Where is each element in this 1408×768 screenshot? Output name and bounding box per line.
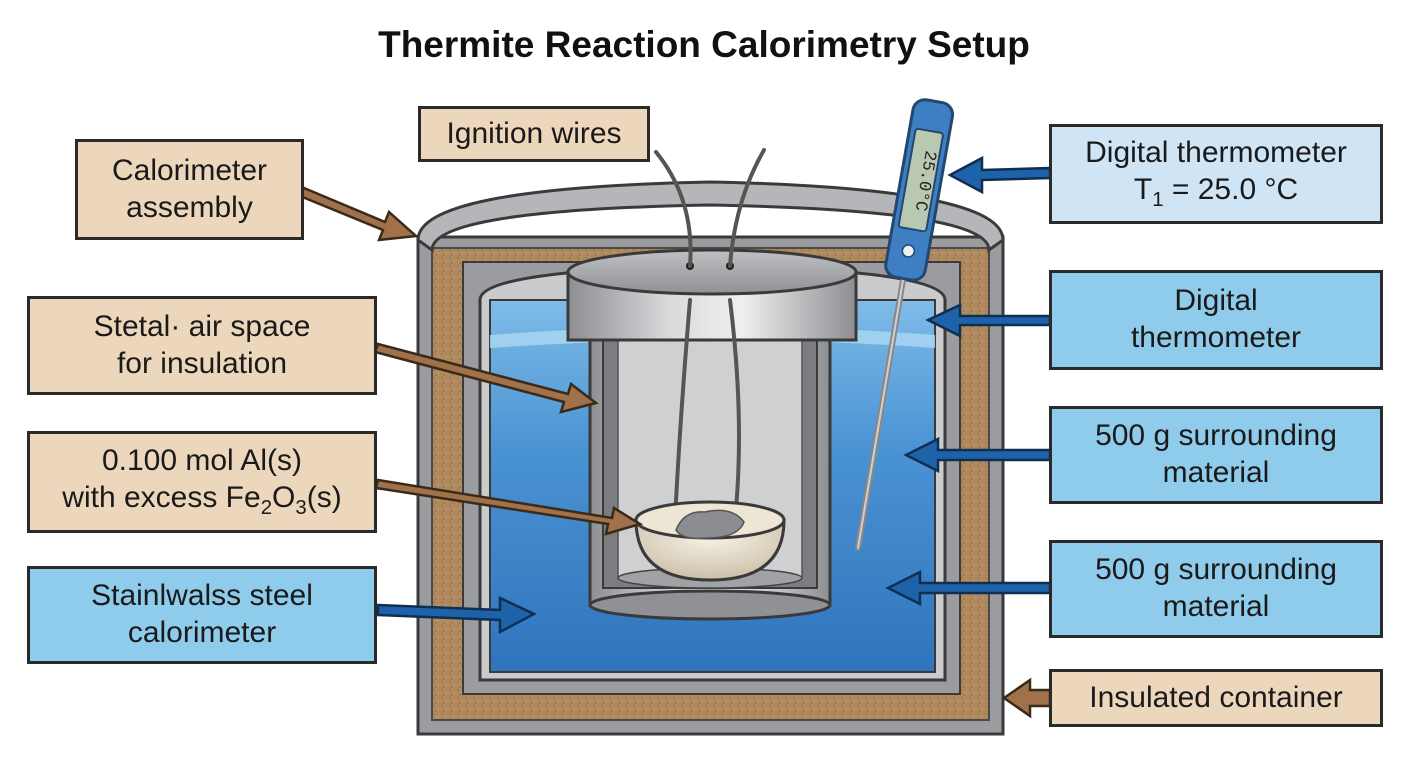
sample-crucible [634,500,786,582]
subscript: 2 [260,496,273,519]
arrow-sample [374,478,644,536]
label-line: 500 g surrounding [1095,419,1337,453]
label-line: Digital [1174,284,1258,318]
label-fragment: (s) [306,480,342,514]
label-line: for insulation [116,346,288,380]
label-line: Digital thermometer [1085,136,1347,170]
arrow-calorimeter-assembly [298,186,419,242]
label-line: with excess Fe2O3(s) [62,480,341,521]
label-air-space: Stetal· air space for insulation [27,296,377,395]
label-thermometer-reading: Digital thermometer T1 = 25.0 °C [1049,124,1383,224]
label-fragment: T [1133,172,1153,206]
label-line: calorimeter [127,616,277,649]
subscript: 1 [1152,188,1164,211]
label-thermometer: Digital thermometer [1049,270,1383,370]
label-ignition-wires-text: Ignition wires [446,116,622,150]
arrow-air-space [373,342,599,414]
label-sample: 0.100 mol Al(s) with excess Fe2O3(s) [27,431,377,533]
label-surrounding-2: 500 g surrounding material [1049,540,1383,638]
ignition-wires [654,148,766,522]
page-title: Thermite Reaction Calorimetry Setup [378,24,1030,65]
arrow-surrounding-2 [885,569,1052,607]
label-surrounding-1: 500 g surrounding material [1049,406,1383,504]
blue-arrows [376,155,1052,635]
label-line: thermometer [1130,321,1302,354]
arrow-thermometer-reading [947,155,1052,195]
label-line: material [1162,590,1270,623]
arrow-surrounding-1 [903,436,1052,474]
label-line: assembly [126,190,253,224]
arrow-steel-calorimeter [376,596,537,635]
label-insulated-container: Insulated container [1049,669,1383,727]
label-line: T1 = 25.0 °C [1134,172,1298,213]
label-line: Insulated container [1089,680,1343,714]
digital-thermometer: 25.0°C [855,98,955,551]
label-steel-calorimeter: Stainlwalss steel calorimeter [27,566,377,664]
arrow-thermometer [925,303,1052,339]
subscript: 3 [295,496,307,519]
label-fragment: with excess Fe [62,480,261,514]
label-line: material [1162,456,1270,489]
tan-arrows [298,186,1052,719]
label-line: Calorimeter [111,153,268,187]
label-fragment: O [272,480,296,514]
label-line: 500 g surrounding [1095,553,1337,587]
arrow-insulated [1001,677,1052,719]
label-calorimeter-assembly: Calorimeter assembly [75,139,304,240]
label-line: 0.100 mol Al(s) [101,444,303,478]
label-line: Stainlwalss steel [91,579,313,613]
label-ignition-wires: Ignition wires [418,106,650,162]
label-line: Stetal· air space [93,309,311,343]
label-fragment: = 25.0 °C [1163,172,1299,206]
